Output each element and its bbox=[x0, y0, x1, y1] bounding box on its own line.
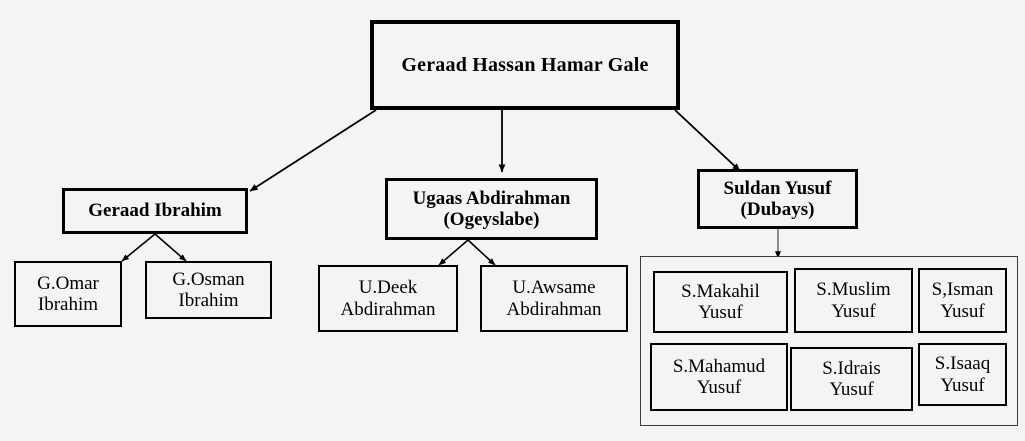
node-u-deek-abdirahman-label: U.Deek Abdirahman bbox=[340, 277, 436, 320]
node-root-label: Geraad Hassan Hamar Gale bbox=[401, 53, 649, 76]
node-s-isman-yusuf-label: S,Isman Yusuf bbox=[931, 279, 994, 322]
node-s-idrais-yusuf[interactable]: S.Idrais Yusuf bbox=[790, 347, 913, 411]
edge-ugaas-to-u-awsame bbox=[467, 239, 496, 266]
node-s-isman-yusuf[interactable]: S,Isman Yusuf bbox=[918, 268, 1007, 333]
node-s-mahamud-yusuf-label: S.Mahamud Yusuf bbox=[672, 355, 766, 398]
node-ugaas-abdirahman[interactable]: Ugaas Abdirahman (Ogeyslabe) bbox=[385, 178, 598, 240]
node-u-deek-abdirahman[interactable]: U.Deek Abdirahman bbox=[318, 265, 458, 332]
node-s-muslim-yusuf[interactable]: S.Muslim Yusuf bbox=[794, 268, 913, 333]
node-geraad-ibrahim-label: Geraad Ibrahim bbox=[88, 200, 222, 222]
edge-geraad-to-g-osman bbox=[154, 233, 187, 262]
node-suldan-yusuf[interactable]: Suldan Yusuf (Dubays) bbox=[697, 169, 858, 229]
node-g-omar-ibrahim-label: G.Omar Ibrahim bbox=[37, 272, 99, 315]
node-root[interactable]: Geraad Hassan Hamar Gale bbox=[370, 20, 680, 110]
node-s-makahil-yusuf[interactable]: S.Makahil Yusuf bbox=[653, 271, 788, 333]
edge-root-to-suldan-yusuf bbox=[674, 109, 741, 172]
node-s-idrais-yusuf-label: S.Idrais Yusuf bbox=[822, 357, 881, 400]
node-s-mahamud-yusuf[interactable]: S.Mahamud Yusuf bbox=[650, 343, 788, 411]
node-ugaas-abdirahman-label: Ugaas Abdirahman (Ogeyslabe) bbox=[412, 187, 571, 230]
node-u-awsame-abdirahman-label: U.Awsame Abdirahman bbox=[506, 277, 602, 320]
edge-geraad-to-g-omar bbox=[121, 233, 156, 262]
node-s-makahil-yusuf-label: S.Makahil Yusuf bbox=[681, 280, 760, 323]
node-s-isaaq-yusuf[interactable]: S.Isaaq Yusuf bbox=[918, 343, 1007, 406]
node-u-awsame-abdirahman[interactable]: U.Awsame Abdirahman bbox=[480, 265, 628, 332]
node-geraad-ibrahim[interactable]: Geraad Ibrahim bbox=[62, 188, 248, 234]
edge-ugaas-to-u-deek bbox=[438, 239, 469, 266]
node-suldan-yusuf-label: Suldan Yusuf (Dubays) bbox=[723, 177, 832, 220]
node-g-omar-ibrahim[interactable]: G.Omar Ibrahim bbox=[14, 261, 122, 327]
node-g-osman-ibrahim-label: G.Osman Ibrahim bbox=[172, 268, 245, 311]
node-s-isaaq-yusuf-label: S.Isaaq Yusuf bbox=[934, 353, 991, 396]
edge-root-to-geraad-ibrahim bbox=[249, 109, 377, 192]
node-s-muslim-yusuf-label: S.Muslim Yusuf bbox=[816, 279, 891, 322]
node-g-osman-ibrahim[interactable]: G.Osman Ibrahim bbox=[145, 261, 272, 319]
